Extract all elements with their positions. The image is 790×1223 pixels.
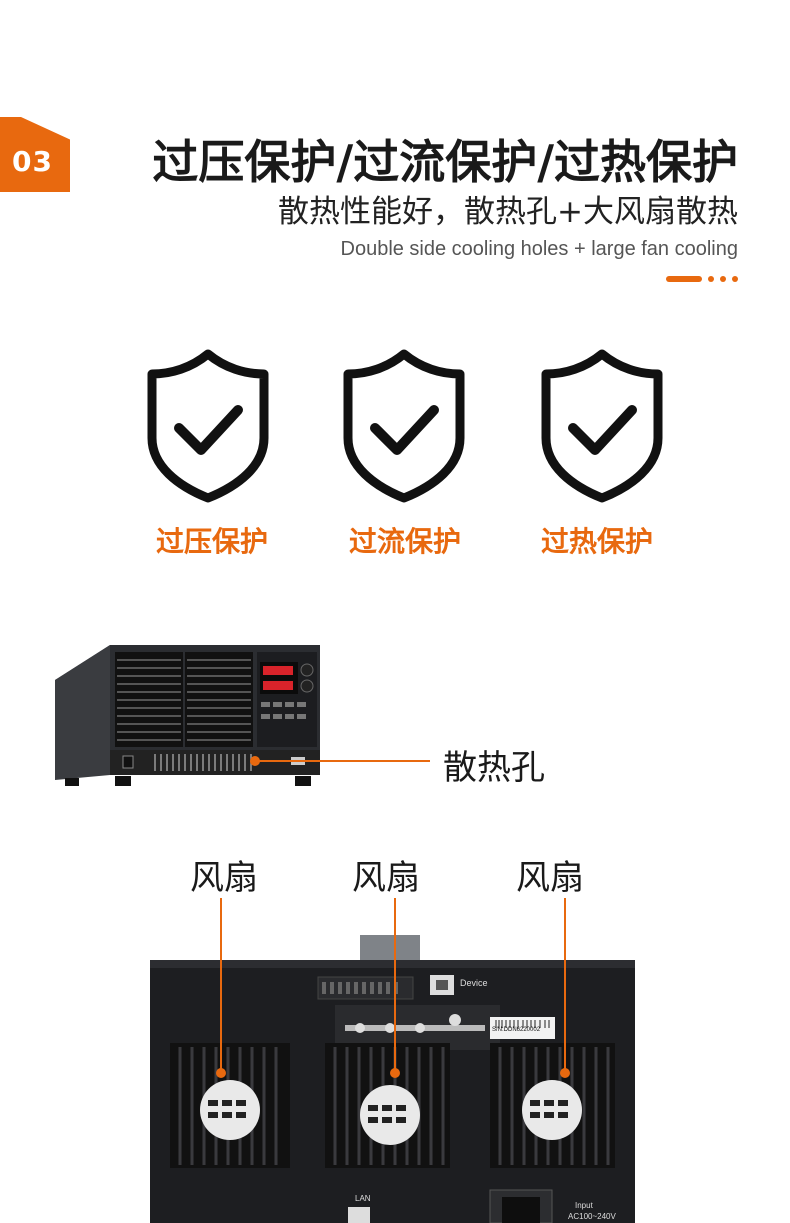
shield-check-icon xyxy=(541,349,663,503)
power-input-label: Input xyxy=(575,1201,593,1210)
fan-callout-dot-1 xyxy=(216,1068,226,1078)
power-supply-rear-image xyxy=(150,935,635,1223)
lan-port-label: LAN xyxy=(355,1194,371,1203)
english-subtitle: Double side cooling holes + large fan co… xyxy=(340,238,739,260)
fan-label-1: 风扇 xyxy=(190,858,258,898)
fan-callout-dot-3 xyxy=(560,1068,570,1078)
shield-check-icon xyxy=(147,349,269,503)
serial-number-label: S/N:DDN6220002 xyxy=(492,1027,541,1033)
fan-label-2: 风扇 xyxy=(352,858,420,898)
power-input-voltage: AC100~240V xyxy=(568,1212,616,1221)
protection-label-overheat: 过热保护 xyxy=(540,525,653,558)
section-number: 03 xyxy=(12,145,53,178)
protection-label-overvoltage: 过压保护 xyxy=(155,525,268,558)
decorative-dots xyxy=(666,275,738,283)
device-port-label: Device xyxy=(460,978,488,988)
page-subtitle: 散热性能好，散热孔+大风扇散热 xyxy=(278,194,738,230)
protection-label-overcurrent: 过流保护 xyxy=(348,525,461,558)
fan-callout-line-1 xyxy=(220,898,222,1073)
page-title: 过压保护/过流保护/过热保护 xyxy=(152,135,738,189)
cooling-holes-label: 散热孔 xyxy=(443,748,545,788)
callout-line xyxy=(255,760,430,762)
fan-callout-dot-2 xyxy=(390,1068,400,1078)
fan-callout-line-3 xyxy=(564,898,566,1073)
fan-callout-line-2 xyxy=(394,898,396,1073)
shield-check-icon xyxy=(343,349,465,503)
fan-label-3: 风扇 xyxy=(516,858,584,898)
power-supply-front-image xyxy=(55,645,320,786)
